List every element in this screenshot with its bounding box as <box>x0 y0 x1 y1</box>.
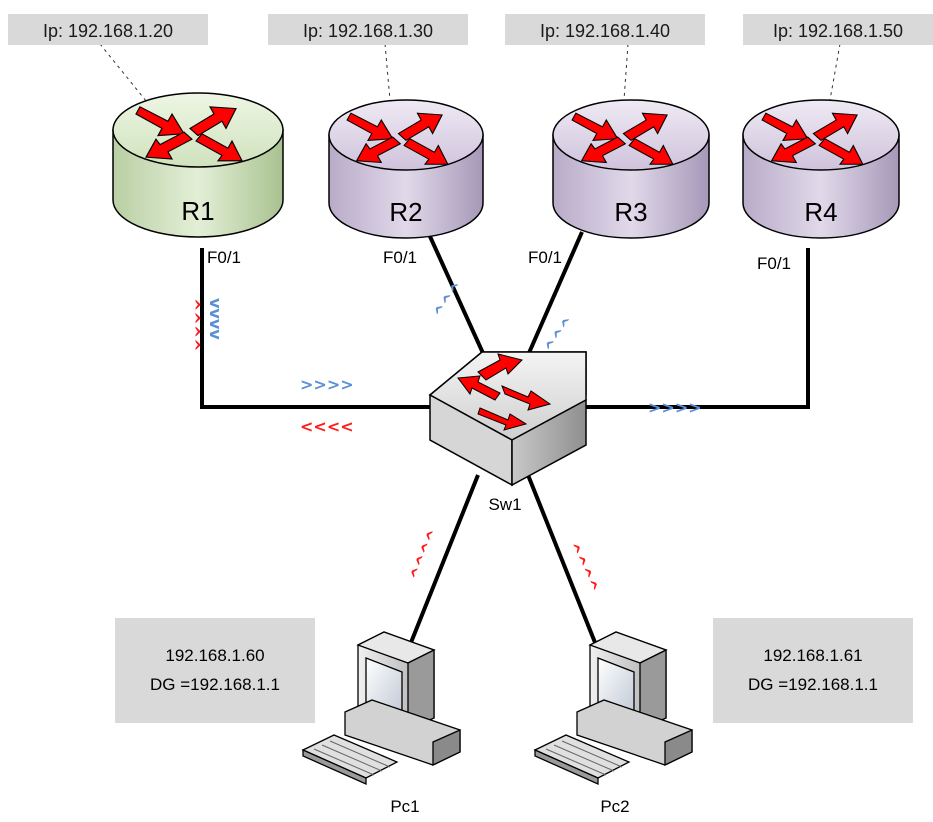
port-label-r4: F0/1 <box>757 254 791 273</box>
router-label-r2: R2 <box>389 197 422 227</box>
ip-label-r1: Ip: 192.168.1.20 <box>43 21 173 41</box>
port-label-r2: F0/1 <box>383 248 417 267</box>
ip-box-r4: Ip: 192.168.1.50 <box>743 14 933 45</box>
computer-icon <box>301 631 461 786</box>
router-label-r4: R4 <box>804 197 837 227</box>
pc1-dg: DG =192.168.1.1 <box>150 675 280 694</box>
pc2-info-box: 192.168.1.61 DG =192.168.1.1 <box>713 618 913 723</box>
pc-pc2[interactable]: Pc2 <box>533 631 693 816</box>
router-r3[interactable]: R3 <box>552 99 710 239</box>
pc1-ip: 192.168.1.60 <box>165 646 264 665</box>
link-r1-sw1 <box>200 248 440 409</box>
flow-sw-r2: ^^^ <box>430 278 469 322</box>
port-label-r1: F0/1 <box>207 248 241 267</box>
ip-box-r1: Ip: 192.168.1.20 <box>8 14 208 45</box>
pc1-info-box: 192.168.1.60 DG =192.168.1.1 <box>115 618 315 723</box>
link-pc1-sw1 <box>406 474 480 651</box>
switch-icon <box>457 353 552 431</box>
port-label-r3: F0/1 <box>528 248 562 267</box>
ip-label-r4: Ip: 192.168.1.50 <box>773 21 903 41</box>
router-r1[interactable]: R1 <box>112 92 284 238</box>
ip-box-r3: Ip: 192.168.1.40 <box>505 14 705 45</box>
router-label-r3: R3 <box>614 197 647 227</box>
switch-label: Sw1 <box>488 495 521 514</box>
flow-sw-r4: >>>> <box>648 398 702 417</box>
link-r4-sw1 <box>580 248 810 409</box>
pc2-ip: 192.168.1.61 <box>763 646 862 665</box>
flow-pc2-up: ^^^^ <box>562 540 602 597</box>
router-r4[interactable]: R4 <box>742 99 900 239</box>
link-r2-sw1 <box>426 231 489 363</box>
ip-box-r2: Ip: 192.168.1.30 <box>268 14 468 45</box>
flow-sw-r1-back: <<<< <box>300 417 354 436</box>
ip-label-r2: Ip: 192.168.1.30 <box>303 21 433 41</box>
pc2-label: Pc2 <box>600 797 629 816</box>
router-r2[interactable]: R2 <box>328 99 484 239</box>
router-label-r1: R1 <box>181 196 214 226</box>
ip-label-r3: Ip: 192.168.1.40 <box>540 21 670 41</box>
flow-sw-r1-forward: >>>> <box>300 375 354 394</box>
flow-r1-up: ^^^^ <box>184 298 203 352</box>
flow-r1-down: vvvv <box>206 298 225 340</box>
switch-sw1[interactable]: Sw1 <box>428 351 587 514</box>
pc2-dg: DG =192.168.1.1 <box>748 675 878 694</box>
link-r3-sw1 <box>523 231 584 363</box>
pc-pc1[interactable]: Pc1 <box>301 631 461 816</box>
computer-icon <box>533 631 693 786</box>
pc1-label: Pc1 <box>390 797 419 816</box>
links <box>200 231 810 651</box>
flow-sw-r3: ^^^ <box>541 313 580 357</box>
link-pc2-sw1 <box>526 474 600 651</box>
